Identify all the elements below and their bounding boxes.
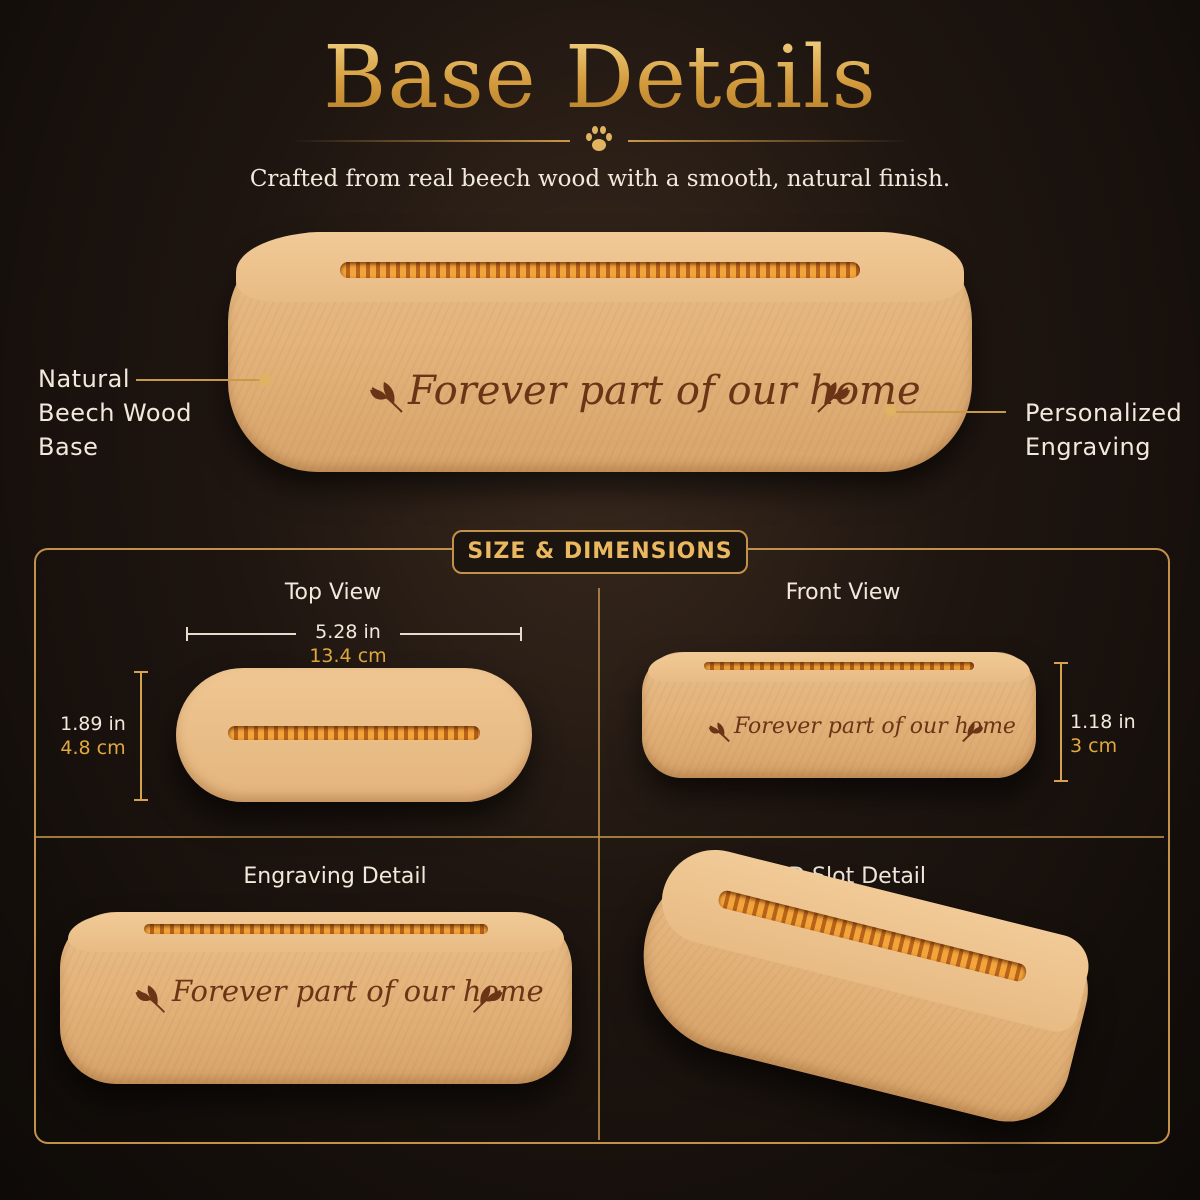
engraving-led-slot bbox=[144, 924, 488, 934]
panel-vertical-divider bbox=[598, 588, 600, 1140]
top-width-in: 5.28 in bbox=[315, 621, 381, 643]
panel-horizontal-divider bbox=[36, 836, 1164, 838]
top-depth-label: 1.89 in 4.8 cm bbox=[48, 712, 138, 760]
callout-left-line-2: Beech Wood bbox=[38, 399, 192, 427]
callout-right-dot bbox=[886, 406, 896, 416]
detail-leaf-left-icon bbox=[135, 985, 166, 1013]
top-depth-tick-bottom bbox=[134, 799, 148, 801]
front-engraving-text: Forever part of our home bbox=[734, 714, 1016, 739]
title-divider-right bbox=[628, 140, 910, 142]
top-view-base bbox=[176, 668, 532, 802]
leaf-right-icon bbox=[817, 382, 850, 413]
callout-right-line-2: Engraving bbox=[1025, 433, 1151, 461]
top-view-led-slot bbox=[228, 726, 480, 740]
detail-engraving-text: Forever part of our home bbox=[172, 974, 544, 1008]
paw-icon bbox=[586, 126, 612, 151]
detail-leaf-right-icon bbox=[472, 985, 503, 1013]
top-depth-cm: 4.8 cm bbox=[60, 737, 126, 759]
front-leaf-left-icon bbox=[708, 722, 730, 743]
leaf-left-icon bbox=[370, 382, 403, 413]
dimensions-badge: SIZE & DIMENSIONS bbox=[452, 530, 748, 574]
top-width-cm: 13.4 cm bbox=[309, 645, 387, 667]
front-height-tick-bottom bbox=[1054, 780, 1068, 782]
callout-right-line-1: Personalized bbox=[1025, 399, 1183, 427]
engraving-detail-title: Engraving Detail bbox=[243, 864, 427, 889]
page-title: Base Details bbox=[0, 28, 1200, 128]
engraving-detail-base: Forever part of our home bbox=[60, 912, 572, 1084]
top-width-label: 5.28 in 13.4 cm bbox=[296, 620, 400, 668]
top-width-line-right bbox=[400, 633, 522, 635]
callout-left-leader bbox=[136, 379, 260, 381]
hero-engraving-text: Forever part of our home bbox=[408, 368, 921, 414]
front-height-line bbox=[1060, 662, 1062, 782]
front-view-led-slot bbox=[704, 662, 974, 670]
callout-personalized-engraving: Personalized Engraving bbox=[1025, 396, 1182, 464]
top-width-tick-right bbox=[520, 627, 522, 641]
callout-left-dot bbox=[260, 375, 270, 385]
front-view-title: Front View bbox=[785, 580, 901, 605]
front-height-label: 1.18 in 3 cm bbox=[1070, 710, 1144, 758]
front-height-in: 1.18 in bbox=[1070, 711, 1136, 733]
callout-left-line-1: Natural bbox=[38, 365, 131, 393]
hero-wood-base: Forever part of our home bbox=[228, 232, 972, 472]
top-width-line-left bbox=[186, 633, 296, 635]
top-depth-line bbox=[140, 671, 142, 801]
top-depth-in: 1.89 in bbox=[60, 713, 126, 735]
front-height-cm: 3 cm bbox=[1070, 735, 1118, 757]
callout-right-leader bbox=[896, 411, 1006, 413]
top-view-title: Top View bbox=[284, 580, 382, 605]
front-view-base: Forever part of our home bbox=[642, 652, 1036, 778]
callout-left-line-3: Base bbox=[38, 433, 99, 461]
hero-led-slot bbox=[340, 262, 860, 278]
callout-natural-beech-wood: Natural Beech Wood Base bbox=[38, 362, 192, 464]
front-leaf-right-icon bbox=[962, 722, 984, 743]
title-divider-left bbox=[290, 140, 570, 142]
page-subtitle: Crafted from real beech wood with a smoo… bbox=[249, 166, 951, 192]
